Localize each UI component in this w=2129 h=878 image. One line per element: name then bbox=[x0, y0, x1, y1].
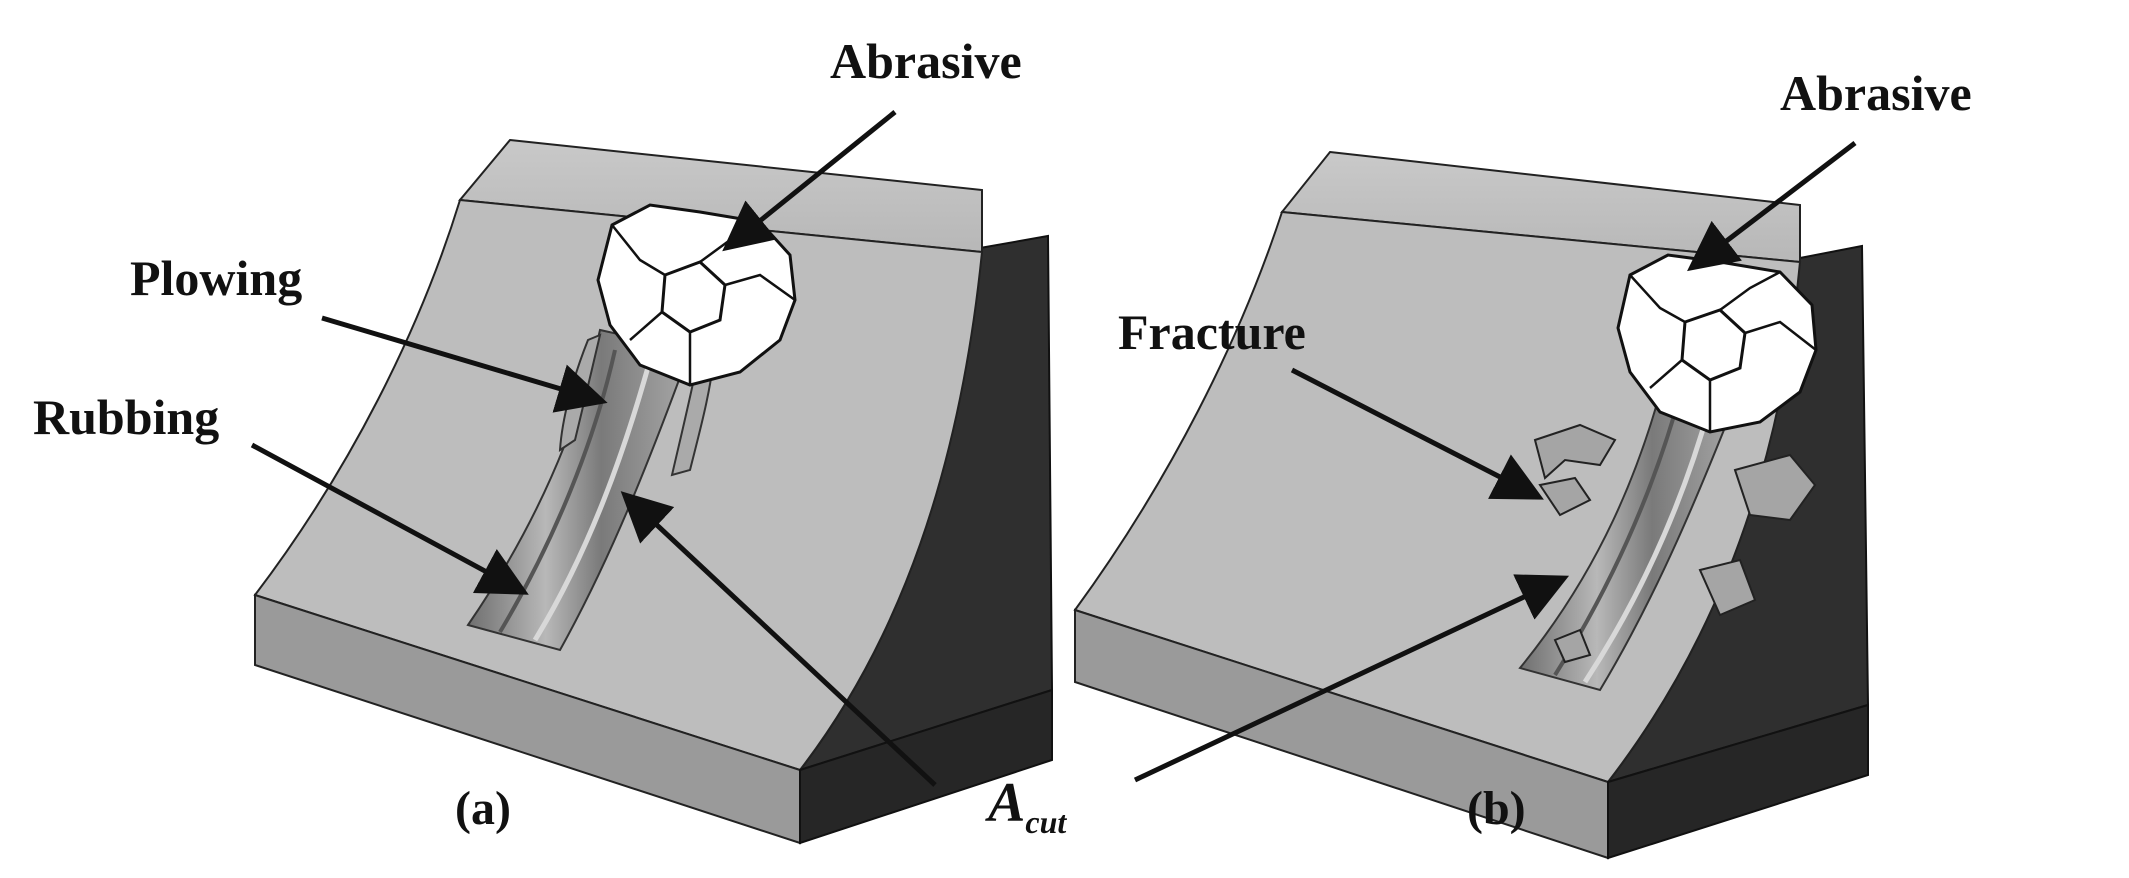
label-abrasive-a: Abrasive bbox=[830, 33, 1022, 89]
abrasive-particle-b bbox=[1616, 253, 1818, 434]
panel-label-a: (a) bbox=[455, 782, 511, 835]
arrow-fracture bbox=[1290, 367, 1544, 500]
label-acut-main: A bbox=[988, 772, 1026, 834]
arrow-abrasive-b bbox=[1687, 141, 1857, 272]
label-acut-sub: cut bbox=[1025, 804, 1067, 840]
arrow-abrasive-a bbox=[722, 110, 897, 252]
label-acut: Acut bbox=[988, 775, 1066, 838]
arrow-plowing bbox=[321, 315, 608, 413]
label-rubbing: Rubbing bbox=[33, 389, 220, 445]
label-abrasive-b: Abrasive bbox=[1780, 65, 1972, 121]
arrow-acut-a bbox=[620, 491, 937, 787]
arrow-rubbing bbox=[250, 442, 529, 595]
label-fracture: Fracture bbox=[1118, 304, 1306, 360]
arrow-acut-b bbox=[1133, 574, 1570, 783]
panel-label-b: (b) bbox=[1467, 782, 1526, 835]
arrows bbox=[250, 110, 1857, 787]
label-plowing: Plowing bbox=[130, 250, 303, 306]
groove-b bbox=[1518, 373, 1817, 692]
